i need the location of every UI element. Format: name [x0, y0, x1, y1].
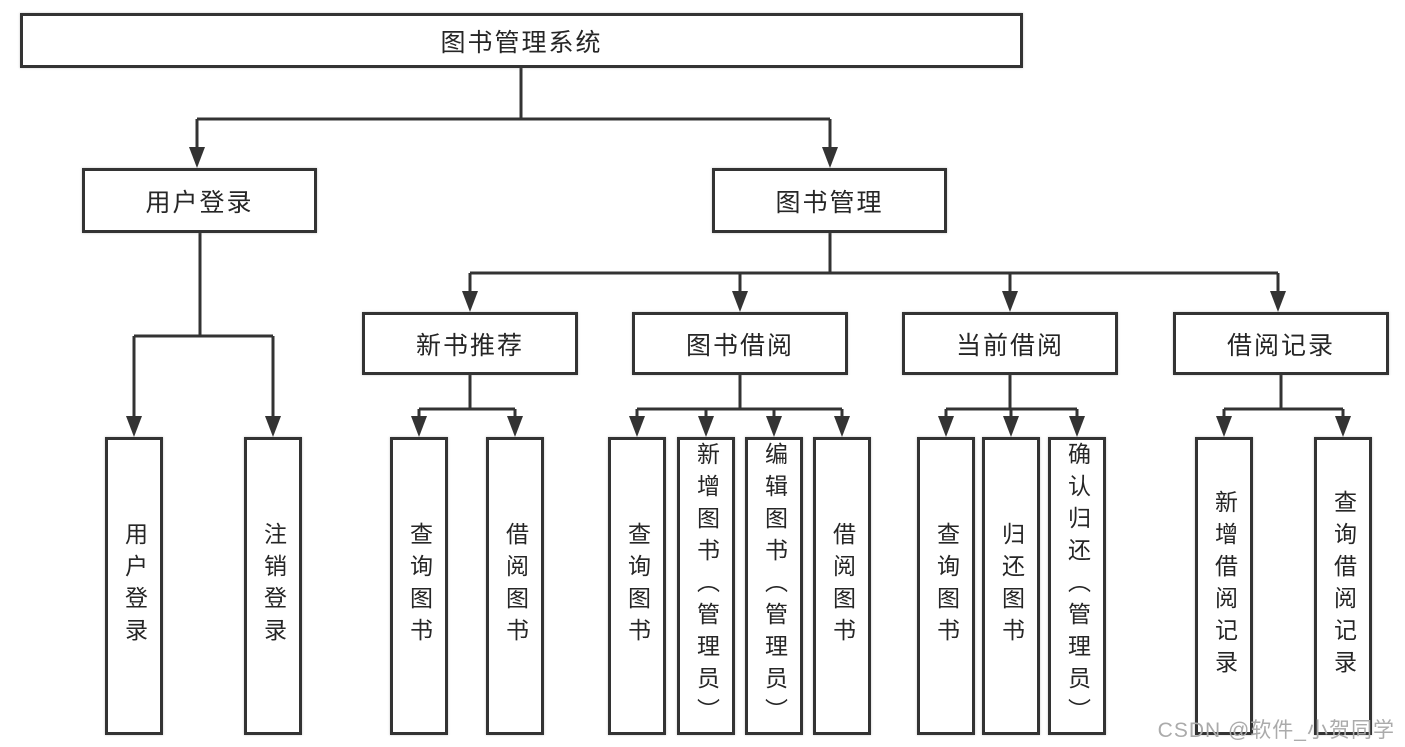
- arrowhead-icon: [629, 416, 645, 437]
- arrowhead-icon: [1216, 416, 1232, 437]
- leaf-logout: 注销登录: [244, 437, 302, 735]
- leaf-query-books-borrow-label: 查询图书: [624, 522, 651, 650]
- leaf-query-books-recommend: 查询图书: [390, 437, 448, 735]
- leaf-user-login-label: 用户登录: [121, 522, 148, 650]
- arrowhead-icon: [1335, 416, 1351, 437]
- leaf-return-books-label: 归还图书: [998, 522, 1025, 650]
- leaf-confirm-return-admin-label: 确认归还（管理员）: [1064, 442, 1091, 730]
- arrowhead-icon: [766, 416, 782, 437]
- leaf-edit-books-admin: 编辑图书（管理员）: [745, 437, 803, 735]
- arrowhead-icon: [411, 416, 427, 437]
- node-book-borrow: 图书借阅: [632, 312, 848, 375]
- arrowhead-icon: [462, 291, 478, 312]
- arrowhead-icon: [126, 416, 142, 437]
- arrowhead-icon: [834, 416, 850, 437]
- leaf-add-borrow-record: 新增借阅记录: [1195, 437, 1253, 735]
- leaf-edit-books-admin-label: 编辑图书（管理员）: [761, 442, 788, 730]
- leaf-query-books-current-label: 查询图书: [933, 522, 960, 650]
- node-root-label: 图书管理系统: [440, 28, 603, 57]
- node-book-borrow-label: 图书借阅: [685, 331, 794, 360]
- leaf-add-books-admin-label: 新增图书（管理员）: [693, 442, 720, 730]
- arrowhead-icon: [1270, 291, 1286, 312]
- leaf-query-borrow-record: 查询借阅记录: [1314, 437, 1372, 735]
- watermark: CSDN @软件_小贺同学: [1157, 719, 1395, 742]
- arrowhead-icon: [265, 416, 281, 437]
- arrowhead-icon: [698, 416, 714, 437]
- node-borrow-records: 借阅记录: [1173, 312, 1389, 375]
- arrowhead-icon: [1069, 416, 1085, 437]
- leaf-logout-label: 注销登录: [260, 522, 287, 650]
- leaf-add-books-admin: 新增图书（管理员）: [677, 437, 735, 735]
- node-user-login: 用户登录: [82, 168, 317, 233]
- leaf-borrow-books-recommend-label: 借阅图书: [502, 522, 529, 650]
- leaf-borrow-books: 借阅图书: [813, 437, 871, 735]
- arrowhead-icon: [732, 291, 748, 312]
- arrowhead-icon: [822, 147, 838, 168]
- leaf-query-borrow-record-label: 查询借阅记录: [1330, 490, 1357, 682]
- leaf-return-books: 归还图书: [982, 437, 1040, 735]
- node-borrow-records-label: 借阅记录: [1226, 331, 1335, 360]
- node-current-borrow-label: 当前借阅: [955, 331, 1064, 360]
- arrowhead-icon: [1002, 291, 1018, 312]
- leaf-add-borrow-record-label: 新增借阅记录: [1211, 490, 1238, 682]
- arrowhead-icon: [1003, 416, 1019, 437]
- node-new-book-recommend-label: 新书推荐: [415, 331, 524, 360]
- leaf-confirm-return-admin: 确认归还（管理员）: [1048, 437, 1106, 735]
- leaf-borrow-books-recommend: 借阅图书: [486, 437, 544, 735]
- node-book-management: 图书管理: [712, 168, 947, 233]
- leaf-query-books-current: 查询图书: [917, 437, 975, 735]
- leaf-borrow-books-label: 借阅图书: [829, 522, 856, 650]
- arrowhead-icon: [507, 416, 523, 437]
- leaf-query-books-recommend-label: 查询图书: [406, 522, 433, 650]
- node-book-management-label: 图书管理: [775, 188, 884, 217]
- leaf-user-login: 用户登录: [105, 437, 163, 735]
- node-root-system: 图书管理系统: [20, 13, 1023, 68]
- arrowhead-icon: [189, 147, 205, 168]
- node-new-book-recommend: 新书推荐: [362, 312, 578, 375]
- leaf-query-books-borrow: 查询图书: [608, 437, 666, 735]
- node-current-borrow: 当前借阅: [902, 312, 1118, 375]
- arrowhead-icon: [938, 416, 954, 437]
- node-user-login-label: 用户登录: [145, 188, 254, 217]
